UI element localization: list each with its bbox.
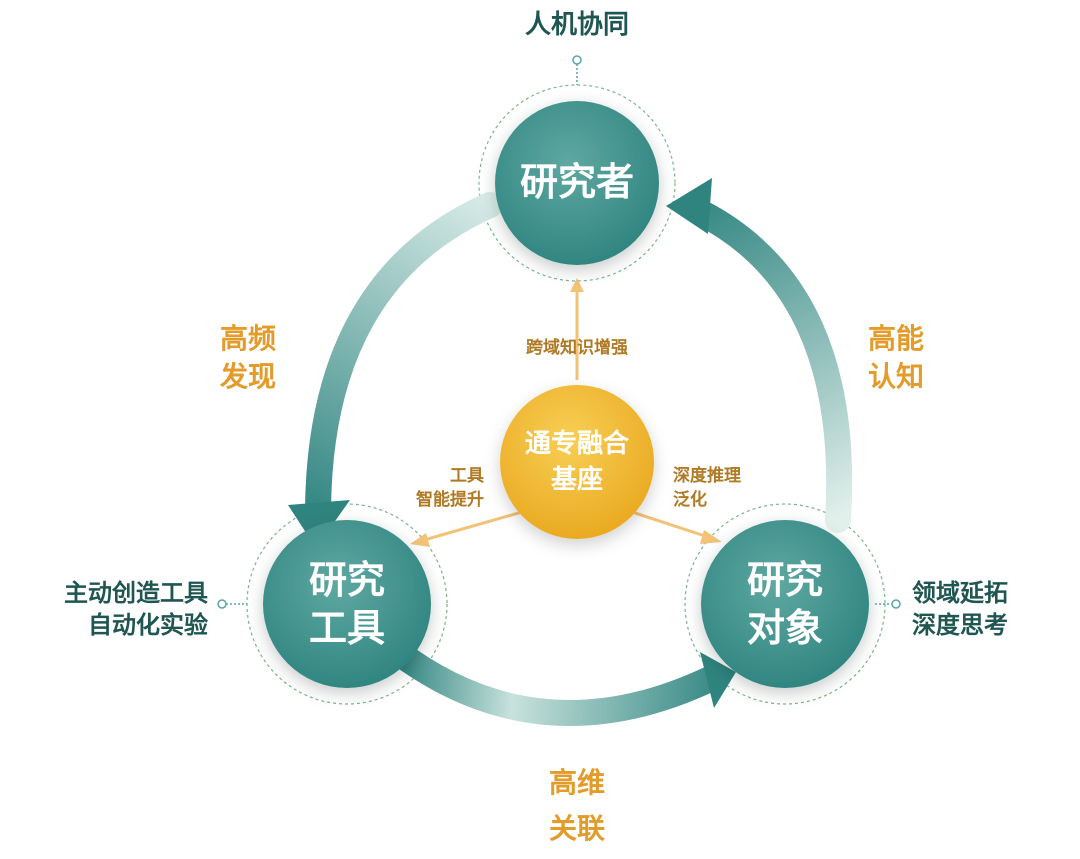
cycle-label-bottom-line1: 高维 — [548, 766, 605, 799]
side-label-left-line1: 主动创造工具 — [64, 579, 208, 607]
cycle-label-left: 高频 发现 — [208, 320, 288, 396]
node-center-line1: 通专融合 — [524, 429, 629, 459]
node-objects-line1: 研究 — [746, 558, 823, 602]
leader-top — [572, 55, 582, 85]
side-label-left-line2: 自动化实验 — [88, 611, 208, 639]
node-tools-label: 研究 工具 — [287, 556, 407, 652]
inner-label-left: 工具 智能提升 — [392, 464, 484, 512]
inner-label-left-line2: 智能提升 — [416, 490, 484, 510]
side-label-right-line1: 领域延拓 — [912, 579, 1008, 607]
node-tools-line2: 工具 — [308, 606, 385, 650]
cycle-label-left-line2: 发现 — [219, 360, 276, 393]
top-label: 人机协同 — [524, 10, 629, 40]
node-objects — [701, 520, 869, 688]
cycle-label-bottom-line2: 关联 — [548, 812, 605, 845]
inner-label-right-line1: 深度推理 — [673, 466, 741, 486]
node-researcher-label: 研究者 — [519, 160, 634, 204]
node-tools — [263, 520, 431, 688]
inner-label-left-line1: 工具 — [450, 466, 484, 486]
connector-center-to-objects — [631, 510, 722, 544]
side-label-right-line2: 深度思考 — [912, 611, 1008, 639]
leader-right — [875, 599, 901, 609]
cycle-label-right-line1: 高能 — [867, 322, 924, 355]
node-objects-label: 研究 对象 — [725, 556, 845, 652]
node-researcher — [495, 101, 659, 265]
node-tools-line1: 研究 — [308, 558, 385, 602]
inner-label-right: 深度推理 泛化 — [673, 464, 773, 512]
inner-label-right-line2: 泛化 — [673, 490, 707, 510]
cycle-arrow-left — [288, 192, 503, 548]
cycle-arrow-right — [666, 178, 853, 533]
node-center-line2: 基座 — [550, 465, 603, 495]
cycle-label-bottom: 高维 关联 — [537, 760, 617, 852]
cycle-label-left-line1: 高频 — [219, 322, 276, 355]
connector-center-to-tools — [410, 510, 523, 547]
inner-label-top: 跨域知识增强 — [526, 338, 628, 358]
side-label-right: 领域延拓 深度思考 — [912, 577, 1052, 641]
side-label-left: 主动创造工具 自动化实验 — [20, 577, 208, 641]
node-center — [500, 385, 654, 539]
cycle-label-right-line2: 认知 — [867, 360, 924, 393]
connector-center-to-researcher — [570, 278, 584, 380]
node-objects-line2: 对象 — [746, 606, 823, 650]
cycle-label-right: 高能 认知 — [856, 320, 936, 396]
cycle-arrow-bottom — [382, 637, 736, 727]
node-center-label: 通专融合 基座 — [507, 426, 647, 498]
leader-left — [217, 599, 247, 609]
